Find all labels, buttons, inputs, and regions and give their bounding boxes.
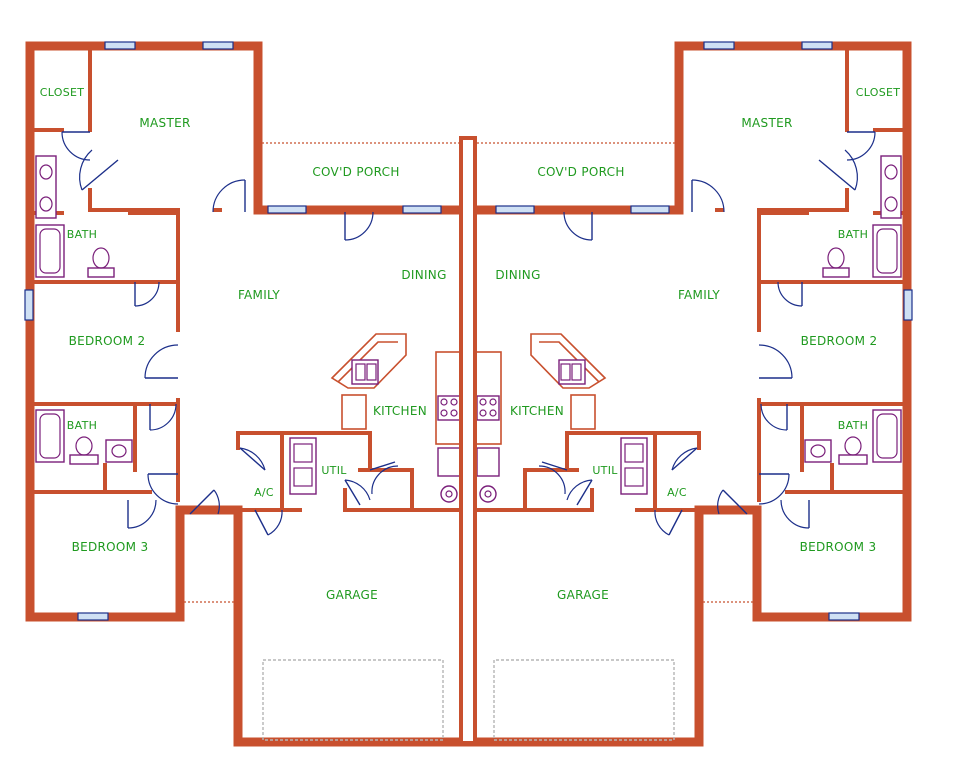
room-label-porch: COV'D PORCH xyxy=(312,165,399,179)
room-label-bedroom-2: BEDROOM 2 xyxy=(69,334,146,348)
room-label-bedroom-3: BEDROOM 3 xyxy=(72,540,149,554)
room-label-kitchen: KITCHEN xyxy=(373,404,427,418)
room-label-util: UTIL xyxy=(592,464,618,477)
unit-left xyxy=(25,42,465,742)
room-label-bath-1: BATH xyxy=(838,228,868,241)
room-label-bath-2: BATH xyxy=(838,419,868,432)
party-wall xyxy=(459,136,477,745)
room-label-closet: CLOSET xyxy=(40,86,85,99)
room-label-family: FAMILY xyxy=(678,288,720,302)
room-label-garage: GARAGE xyxy=(557,588,609,602)
room-label-garage: GARAGE xyxy=(326,588,378,602)
room-label-master: MASTER xyxy=(139,116,190,130)
room-label-family: FAMILY xyxy=(238,288,280,302)
room-label-bath-1: BATH xyxy=(67,228,97,241)
labels-right: CLOSET MASTER COV'D PORCH BATH FAMILY DI… xyxy=(495,86,900,602)
room-label-kitchen: KITCHEN xyxy=(510,404,564,418)
room-label-master: MASTER xyxy=(741,116,792,130)
room-label-bedroom-2: BEDROOM 2 xyxy=(801,334,878,348)
labels-left: CLOSET MASTER COV'D PORCH BATH FAMILY DI… xyxy=(40,86,447,602)
room-label-dining: DINING xyxy=(495,268,540,282)
room-label-dining: DINING xyxy=(401,268,446,282)
room-label-porch: COV'D PORCH xyxy=(537,165,624,179)
room-label-ac: A/C xyxy=(254,486,274,499)
room-label-closet: CLOSET xyxy=(856,86,901,99)
room-label-ac: A/C xyxy=(667,486,687,499)
room-label-util: UTIL xyxy=(321,464,347,477)
room-label-bath-2: BATH xyxy=(67,419,97,432)
room-label-bedroom-3: BEDROOM 3 xyxy=(800,540,877,554)
unit-right xyxy=(472,42,912,742)
